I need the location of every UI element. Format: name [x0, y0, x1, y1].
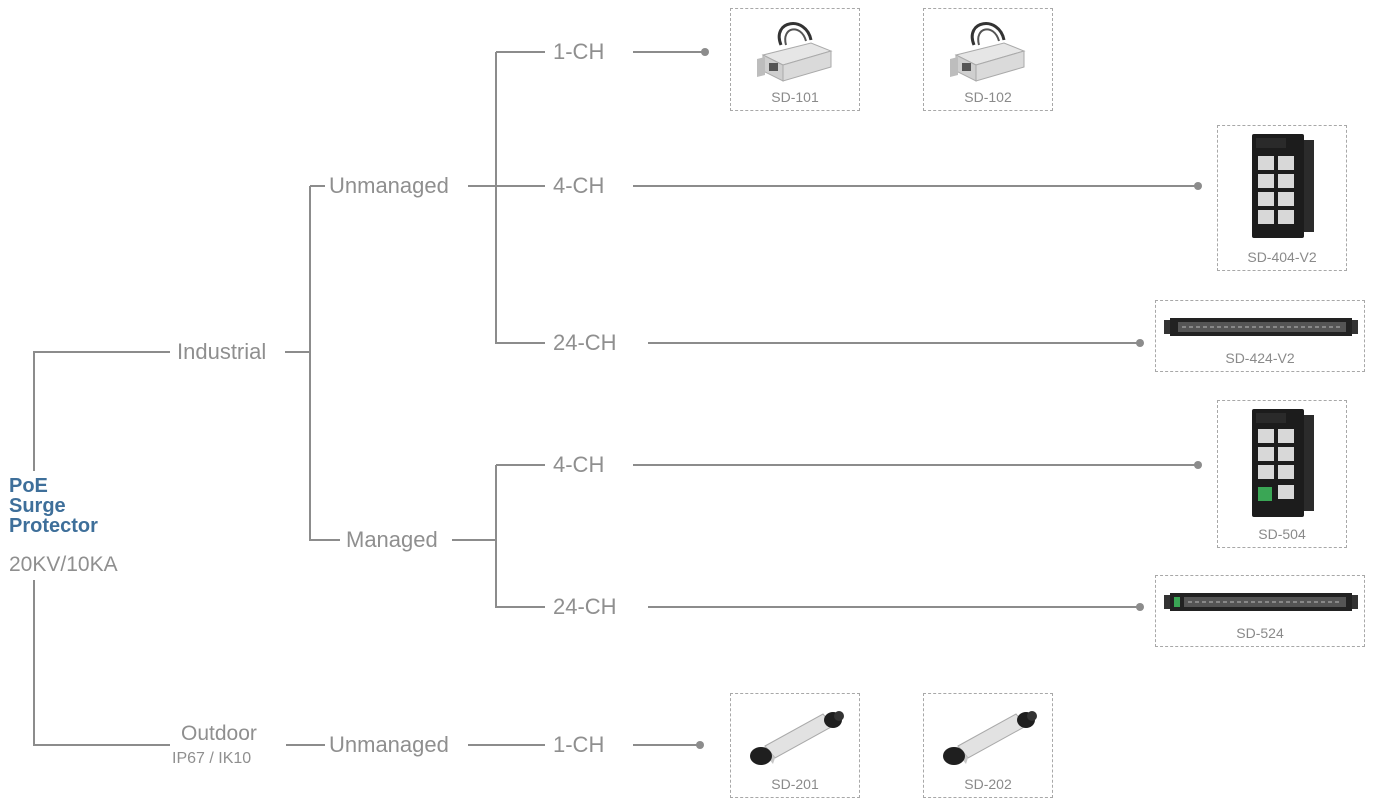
branch-unmanaged: Unmanaged	[326, 174, 452, 198]
product-sd-202[interactable]: SD-202	[923, 693, 1053, 798]
outdoor-surge-protector-icon	[750, 711, 844, 765]
rackmount-24-port-protector-icon	[1164, 318, 1358, 336]
product-label: SD-202	[964, 776, 1012, 792]
product-label: SD-424-V2	[1225, 350, 1295, 366]
channel-4ch-industrial-managed: 4-CH	[550, 453, 608, 477]
single-port-protector-icon	[757, 22, 833, 82]
industrial-split	[309, 186, 340, 541]
channel-1ch-outdoor: 1-CH	[550, 733, 608, 757]
single-port-protector-icon	[950, 22, 1026, 82]
unmanaged-split	[495, 52, 545, 344]
product-sd-101[interactable]: SD-101	[730, 8, 860, 111]
branch-outdoor-unmanaged: Unmanaged	[326, 733, 452, 757]
product-label: SD-524	[1236, 625, 1284, 641]
endpoint-dot	[701, 48, 709, 56]
channel-1ch-industrial: 1-CH	[550, 40, 608, 64]
channel-24ch-industrial-managed: 24-CH	[550, 595, 620, 619]
product-sd-524[interactable]: SD-524	[1155, 575, 1365, 647]
branch-managed: Managed	[343, 528, 441, 552]
endpoint-dot	[1194, 461, 1202, 469]
product-label: SD-201	[771, 776, 819, 792]
rackmount-managed-24-port-protector-icon	[1164, 593, 1358, 611]
channel-24ch-industrial-unmanaged: 24-CH	[550, 331, 620, 355]
product-sd-424-v2[interactable]: SD-424-V2	[1155, 300, 1365, 372]
product-label: SD-101	[771, 89, 819, 105]
branch-outdoor: Outdoor	[178, 722, 260, 746]
root-title: PoE Surge Protector	[9, 476, 98, 536]
product-sd-504[interactable]: SD-504	[1217, 400, 1347, 548]
branch-industrial: Industrial	[174, 340, 270, 364]
endpoint-dot	[696, 741, 704, 749]
product-sd-102[interactable]: SD-102	[923, 8, 1053, 111]
four-port-din-protector-icon	[1252, 134, 1314, 238]
root-trunk-upper	[33, 351, 170, 471]
managed-split	[495, 465, 545, 608]
product-label: SD-404-V2	[1247, 249, 1317, 265]
root-title-line: Protector	[9, 515, 98, 537]
channel-4ch-industrial-unmanaged: 4-CH	[550, 174, 608, 198]
root-rating: 20KV/10KA	[9, 553, 118, 576]
root-trunk-lower	[33, 580, 170, 746]
endpoint-dot	[1136, 603, 1144, 611]
managed-four-port-din-protector-icon	[1252, 409, 1314, 517]
endpoint-dot	[1136, 339, 1144, 347]
branch-outdoor-rating: IP67 / IK10	[172, 750, 252, 767]
endpoint-dot	[1194, 182, 1202, 190]
product-label: SD-102	[964, 89, 1012, 105]
product-label: SD-504	[1258, 526, 1306, 542]
outdoor-surge-protector-icon	[943, 711, 1037, 765]
product-sd-201[interactable]: SD-201	[730, 693, 860, 798]
root-title-line: PoE	[9, 475, 48, 497]
root-title-line: Surge	[9, 495, 66, 517]
product-sd-404-v2[interactable]: SD-404-V2	[1217, 125, 1347, 271]
